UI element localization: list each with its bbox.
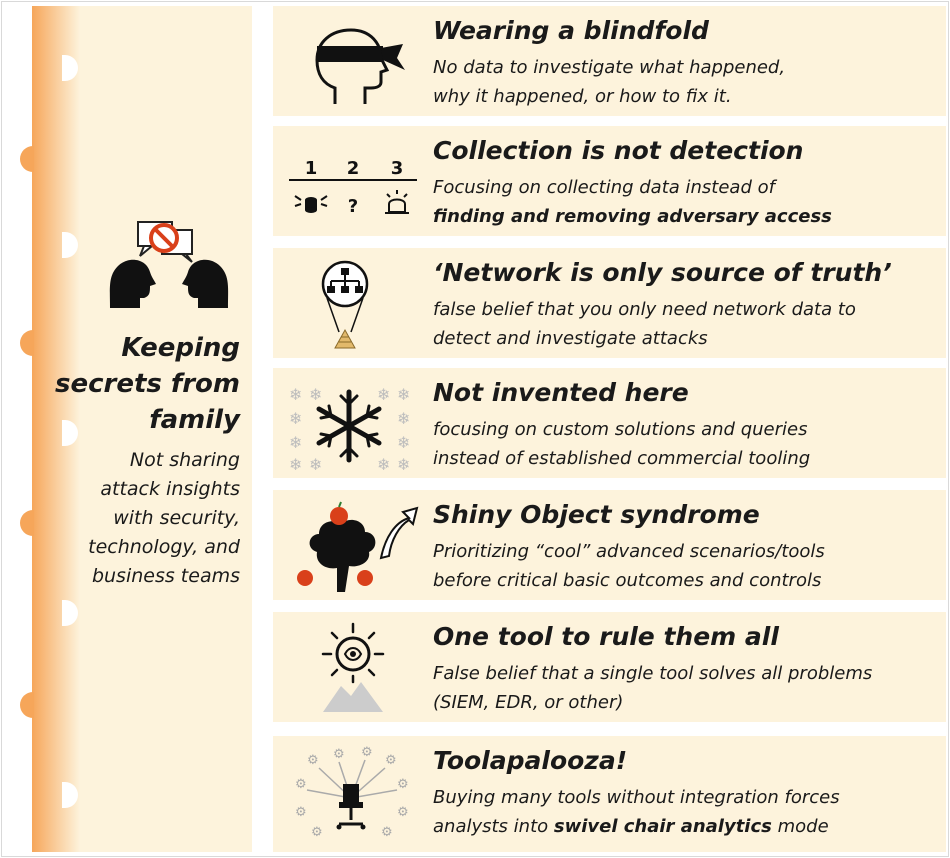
card-desc-line: finding and removing adversary access bbox=[433, 202, 938, 231]
puzzle-notch bbox=[62, 600, 78, 626]
radiant-eye-icon bbox=[321, 622, 385, 712]
card-description: Prioritizing “cool” advanced scenarios/t… bbox=[433, 537, 938, 595]
svg-text:⚙: ⚙ bbox=[397, 777, 409, 792]
left-desc-line: technology, and bbox=[88, 536, 240, 558]
card-desc-bold: finding and removing adversary access bbox=[433, 206, 832, 227]
svg-text:⚙: ⚙ bbox=[295, 777, 307, 792]
steps-1-2-3-icon: 1 2 3 ? bbox=[289, 158, 417, 217]
card-collection-not-detection: 1 2 3 ? Collection is not detection Focu… bbox=[273, 126, 946, 236]
question-mark: ? bbox=[348, 196, 358, 217]
card-description: No data to investigate what happened, wh… bbox=[433, 53, 938, 111]
card-desc-line: False belief that a single tool solves a… bbox=[433, 663, 873, 684]
apple-tree-icon bbox=[297, 501, 419, 592]
svg-text:❄: ❄ bbox=[289, 433, 302, 452]
card-desc-line: Focusing on collecting data instead of bbox=[433, 177, 775, 198]
swivel-chair-gears-icon: ⚙ ⚙ ⚙ ⚙ ⚙ ⚙ ⚙ ⚙ ⚙ ⚙ bbox=[295, 745, 409, 840]
card-desc-line: (SIEM, EDR, or other) bbox=[433, 692, 624, 713]
svg-text:⚙: ⚙ bbox=[361, 745, 373, 760]
puzzle-tab bbox=[20, 146, 34, 172]
puzzle-tab bbox=[20, 692, 34, 718]
card-desc-line: false belief that you only need network … bbox=[433, 299, 856, 320]
left-description: Not sharing attack insights with securit… bbox=[52, 446, 240, 591]
card-desc-bold: swivel chair analytics bbox=[553, 816, 772, 837]
svg-text:❄: ❄ bbox=[397, 385, 410, 404]
puzzle-notch bbox=[62, 232, 78, 258]
puzzle-tab bbox=[20, 330, 34, 356]
svg-text:❄: ❄ bbox=[377, 455, 390, 472]
card-not-invented-here: ❄ ❄ ❄ ❄ ❄ ❄ ❄ ❄ ❄ ❄ ❄ ❄ Not invented her… bbox=[273, 368, 946, 478]
left-desc-line: Not sharing bbox=[129, 449, 240, 471]
svg-text:❄: ❄ bbox=[397, 409, 410, 428]
card-desc-line: why it happened, or how to fix it. bbox=[433, 86, 732, 107]
svg-text:⚙: ⚙ bbox=[397, 805, 409, 820]
puzzle-tab bbox=[20, 510, 34, 536]
card-toolapalooza: ⚙ ⚙ ⚙ ⚙ ⚙ ⚙ ⚙ ⚙ ⚙ ⚙ Toolapalooza! Buying… bbox=[273, 736, 946, 852]
svg-text:❄: ❄ bbox=[377, 385, 390, 404]
puzzle-notch bbox=[62, 420, 78, 446]
left-title-line: Keeping bbox=[121, 333, 240, 363]
card-title: One tool to rule them all bbox=[433, 622, 779, 651]
card-description: False belief that a single tool solves a… bbox=[433, 659, 938, 717]
step-number: 1 bbox=[305, 158, 318, 179]
card-wearing-blindfold: Wearing a blindfold No data to investiga… bbox=[273, 6, 946, 116]
left-desc-line: business teams bbox=[91, 565, 240, 587]
svg-text:⚙: ⚙ bbox=[307, 753, 319, 768]
svg-text:⚙: ⚙ bbox=[295, 805, 307, 820]
card-title: Shiny Object syndrome bbox=[433, 500, 760, 529]
card-title: Not invented here bbox=[433, 378, 689, 407]
card-desc-line: instead of established commercial toolin… bbox=[433, 448, 811, 469]
step-number: 2 bbox=[347, 158, 360, 179]
snowflake-icon: ❄ ❄ ❄ ❄ ❄ ❄ ❄ ❄ ❄ ❄ ❄ ❄ bbox=[289, 385, 410, 472]
card-title: Toolapalooza! bbox=[433, 746, 628, 775]
card-description: false belief that you only need network … bbox=[433, 295, 938, 353]
left-title: Keeping secrets from family bbox=[52, 330, 240, 438]
svg-text:❄: ❄ bbox=[289, 385, 302, 404]
puzzle-notch bbox=[62, 782, 78, 808]
card-desc-line: focusing on custom solutions and queries bbox=[433, 419, 808, 440]
card-desc-line: detect and investigate attacks bbox=[433, 328, 708, 349]
card-network-source-of-truth: ‘Network is only source of truth’ false … bbox=[273, 248, 946, 358]
card-title: Wearing a blindfold bbox=[433, 16, 709, 45]
svg-text:⚙: ⚙ bbox=[385, 753, 397, 768]
left-desc-line: attack insights bbox=[100, 478, 240, 500]
card-desc-line: Prioritizing “cool” advanced scenarios/t… bbox=[433, 541, 825, 562]
card-desc-text: analysts into bbox=[433, 816, 554, 837]
two-heads-no-talking-icon bbox=[109, 221, 229, 308]
left-title-line: family bbox=[149, 405, 240, 435]
card-desc-line: analysts into swivel chair analytics mod… bbox=[433, 812, 938, 841]
svg-text:❄: ❄ bbox=[309, 385, 322, 404]
card-title: ‘Network is only source of truth’ bbox=[433, 258, 892, 287]
card-description: Buying many tools without integration fo… bbox=[433, 783, 938, 841]
svg-text:⚙: ⚙ bbox=[381, 825, 393, 840]
card-one-tool-rule-all: One tool to rule them all False belief t… bbox=[273, 612, 946, 722]
svg-text:❄: ❄ bbox=[397, 455, 410, 472]
svg-text:❄: ❄ bbox=[289, 455, 302, 472]
svg-text:❄: ❄ bbox=[289, 409, 302, 428]
card-desc-line: Buying many tools without integration fo… bbox=[433, 787, 840, 808]
step-number: 3 bbox=[391, 158, 404, 179]
card-desc-text: mode bbox=[771, 816, 829, 837]
blindfold-head-icon bbox=[315, 28, 405, 104]
svg-text:⚙: ⚙ bbox=[311, 825, 323, 840]
card-description: Focusing on collecting data instead of f… bbox=[433, 173, 938, 231]
left-title-line: secrets from bbox=[54, 369, 240, 399]
left-desc-line: with security, bbox=[113, 507, 240, 529]
svg-text:⚙: ⚙ bbox=[333, 747, 345, 762]
card-shiny-object-syndrome: Shiny Object syndrome Prioritizing “cool… bbox=[273, 490, 946, 600]
card-description: focusing on custom solutions and queries… bbox=[433, 415, 938, 473]
svg-text:❄: ❄ bbox=[309, 455, 322, 472]
svg-text:❄: ❄ bbox=[397, 433, 410, 452]
puzzle-notch bbox=[62, 55, 78, 81]
card-desc-line: before critical basic outcomes and contr… bbox=[433, 570, 822, 591]
card-desc-line: No data to investigate what happened, bbox=[433, 57, 786, 78]
card-title: Collection is not detection bbox=[433, 136, 804, 165]
network-magnifier-icon bbox=[321, 260, 369, 349]
